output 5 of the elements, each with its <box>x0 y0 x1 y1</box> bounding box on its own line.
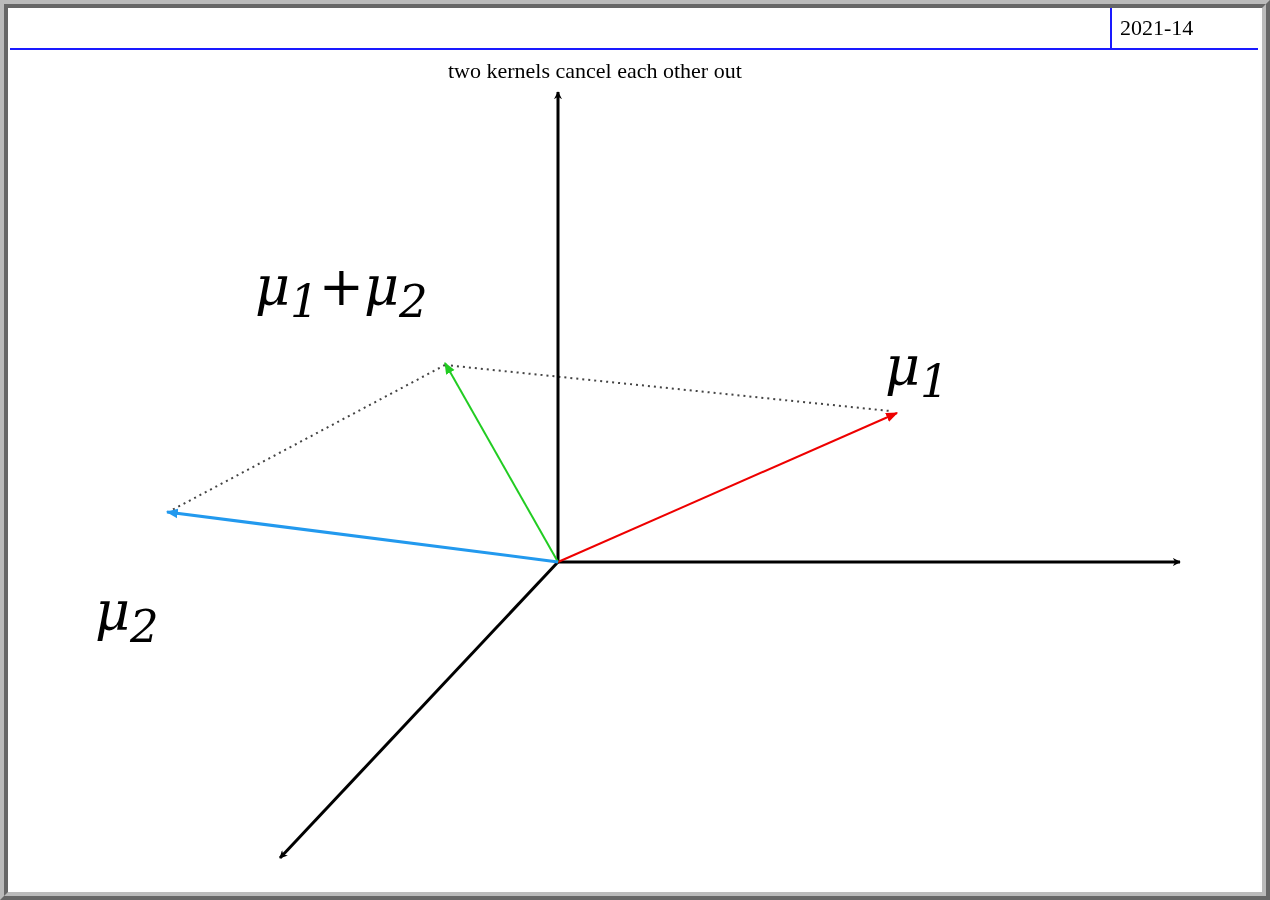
diagram-title: two kernels cancel each other out <box>448 58 742 84</box>
vector-label: μ$_{2}$ <box>95 580 159 653</box>
date-code: 2021-14 <box>1110 8 1258 48</box>
vector-label: μ$_{1}$ <box>885 335 949 408</box>
vector-sum-label: μ$_{1}$+μ$_{2}$ <box>255 255 428 328</box>
